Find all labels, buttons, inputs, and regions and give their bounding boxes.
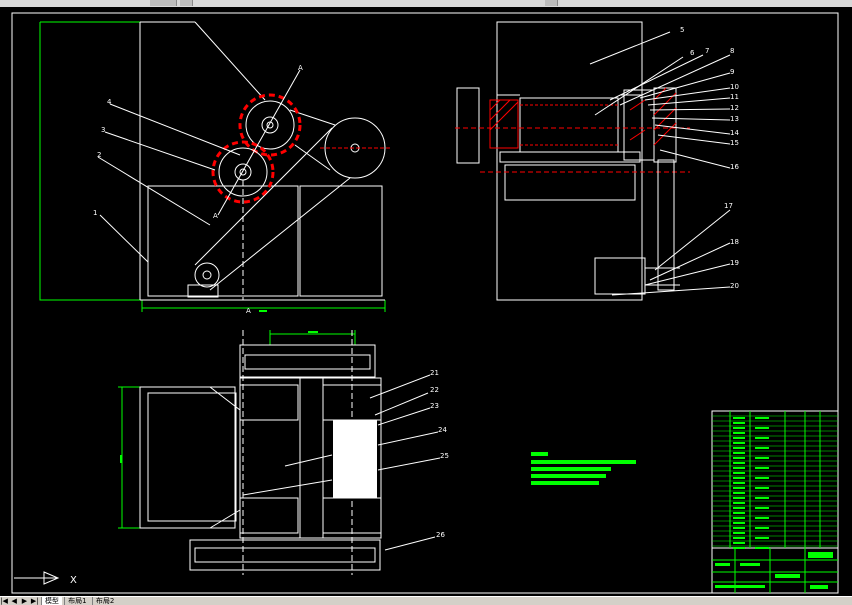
top-view [118, 330, 382, 575]
layout-tab-bar: |◀ ◀ ▶ ▶| 模型 布局1 布局2 [0, 596, 852, 605]
parts-list-cell-mark [733, 537, 745, 539]
parts-list-cell-mark [755, 467, 769, 469]
part-number: 11 [730, 93, 739, 101]
front-section-view [455, 21, 690, 301]
tab-model[interactable]: 模型 [40, 597, 62, 605]
parts-list-cell-mark [733, 522, 745, 524]
parts-list-cell-mark [755, 547, 769, 549]
parts-list-cell-mark [733, 497, 745, 499]
parts-list-cell-mark [755, 507, 769, 509]
parts-list-cell-mark [755, 417, 769, 419]
toolbar-button[interactable] [545, 0, 558, 6]
gear-upper [238, 93, 302, 157]
parts-list-cell-mark [733, 417, 745, 419]
parts-list-cell-mark [733, 437, 745, 439]
parts-list-cell-mark [733, 432, 745, 434]
parts-list-cell-mark [733, 502, 745, 504]
leaders-top-view [242, 374, 441, 551]
part-number: 12 [730, 104, 739, 112]
parts-list-cell-mark [755, 517, 769, 519]
section-mark: A [213, 212, 218, 220]
parts-list-cell-mark [755, 497, 769, 499]
parts-list-cell-mark [755, 537, 769, 539]
parts-list-cell-mark [733, 422, 745, 424]
parts-list-cell-mark [733, 547, 745, 549]
parts-list-cell-mark [733, 482, 745, 484]
parts-list-cell-mark [733, 467, 745, 469]
part-number: 6 [690, 49, 695, 57]
part-number: 23 [430, 402, 439, 410]
part-number: 3 [101, 126, 105, 134]
window-toolbar-strip [0, 0, 852, 7]
part-number: 18 [730, 238, 739, 246]
part-number: 2 [97, 151, 101, 159]
toolbar-button[interactable] [180, 0, 193, 6]
parts-list-cell-mark [733, 507, 745, 509]
section-mark: A [298, 64, 303, 72]
part-number: 7 [705, 47, 709, 55]
tab-nav-next-button[interactable]: ▶ [21, 597, 28, 605]
parts-list-cell-mark [733, 427, 745, 429]
part-number: 9 [730, 68, 734, 76]
part-number: 5 [680, 26, 684, 34]
part-number: 19 [730, 259, 739, 267]
part-number: 1 [93, 209, 97, 217]
title-block [711, 410, 839, 594]
roller-surface [333, 420, 377, 498]
parts-list-cell-mark [733, 472, 745, 474]
parts-list-cell-mark [755, 457, 769, 459]
part-number: 13 [730, 115, 739, 123]
toolbar-button[interactable] [150, 0, 177, 6]
parts-list-cell-mark [755, 437, 769, 439]
parts-list-cell-mark [755, 447, 769, 449]
part-number: 22 [430, 386, 439, 394]
parts-list-cell-mark [733, 462, 745, 464]
parts-list-cell-mark [755, 487, 769, 489]
part-number: 16 [730, 163, 739, 171]
part-number: 24 [438, 426, 447, 434]
tab-nav-last-button[interactable]: ▶| [30, 597, 39, 605]
parts-list-cell-mark [755, 427, 769, 429]
part-number: 4 [107, 98, 112, 106]
tab-nav-prev-button[interactable]: ◀ [11, 597, 17, 605]
part-number: 14 [730, 129, 739, 137]
technical-notes [531, 452, 636, 485]
part-number: 8 [730, 47, 734, 55]
parts-list-cell-mark [733, 512, 745, 514]
tab-layout2[interactable]: 布局2 [91, 597, 117, 605]
parts-list-cell-mark [733, 442, 745, 444]
leaders-side-view [97, 103, 241, 263]
parts-list-cell-mark [755, 527, 769, 529]
gear-lower [211, 140, 275, 204]
part-number: 15 [730, 139, 739, 147]
part-number: 25 [440, 452, 449, 460]
parts-list-cell-mark [733, 517, 745, 519]
drawing-border [11, 12, 839, 594]
part-number: 26 [436, 531, 445, 539]
parts-list-cell-mark [733, 532, 745, 534]
parts-list-cell-mark [733, 527, 745, 529]
leaders-front-view [589, 31, 731, 296]
section-line-a [217, 69, 301, 216]
ucs-x-label: X [70, 575, 77, 586]
part-number: 17 [724, 202, 733, 210]
parts-list-cell-mark [733, 492, 745, 494]
parts-list-cell-mark [755, 477, 769, 479]
parts-list-cell-mark [733, 447, 745, 449]
parts-list-cell-mark [733, 487, 745, 489]
tab-layout1[interactable]: 布局1 [64, 597, 89, 605]
parts-list-cell-mark [733, 477, 745, 479]
cad-drawing-canvas[interactable]: A A A 1 2 3 4 [0, 7, 852, 596]
ucs-icon [14, 571, 60, 585]
section-mark: A [246, 307, 251, 315]
part-number: 20 [730, 282, 739, 290]
part-number: 21 [430, 369, 439, 377]
section-hatch [489, 87, 677, 149]
parts-list-cell-mark [733, 452, 745, 454]
tab-nav-first-button[interactable]: |◀ [0, 597, 8, 605]
side-view [39, 21, 390, 312]
parts-list-cell-mark [733, 457, 745, 459]
parts-list-cell-mark [733, 542, 745, 544]
part-number: 10 [730, 83, 739, 91]
